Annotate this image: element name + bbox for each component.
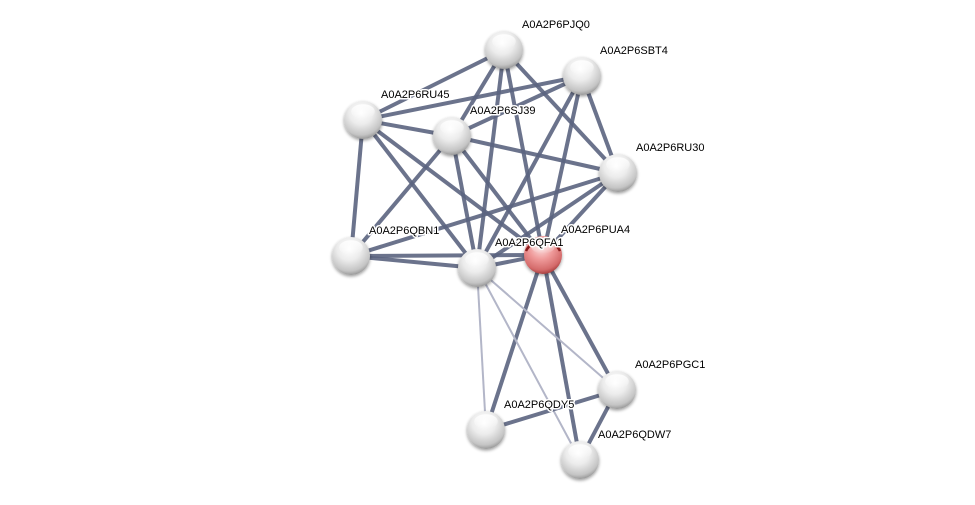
node-highlight — [492, 34, 516, 49]
node-highlight — [531, 239, 555, 254]
node-A0A2P6QDY5[interactable] — [467, 411, 505, 449]
node-label: A0A2P6RU45 — [381, 89, 450, 101]
node-layer — [332, 31, 637, 479]
edge-A0A2P6SBT4-A0A2P6QFA1[interactable] — [475, 75, 584, 269]
node-label: A0A2P6PGC1 — [635, 359, 705, 371]
edge-A0A2P6RU30-A0A2P6QBN1[interactable] — [350, 171, 619, 258]
edge-A0A2P6SBT4-A0A2P6PUA4[interactable] — [541, 75, 584, 256]
node-A0A2P6QFA1[interactable] — [458, 249, 496, 287]
node-label: A0A2P6SBT4 — [600, 45, 668, 57]
node-label: A0A2P6QDW7 — [598, 429, 671, 441]
edge-A0A2P6PUA4-A0A2P6QDY5[interactable] — [484, 254, 545, 431]
node-highlight — [474, 414, 498, 429]
node-highlight — [605, 374, 629, 389]
edge-A0A2P6RU45-A0A2P6QFA1[interactable] — [361, 118, 479, 270]
edge-A0A2P6QDY5-A0A2P6PGC1[interactable] — [485, 388, 618, 432]
edge-A0A2P6SJ39-A0A2P6QBN1[interactable] — [349, 134, 454, 258]
edge-A0A2P6PUA4-A0A2P6PGC1[interactable] — [541, 254, 619, 391]
node-highlight — [568, 444, 592, 459]
node-A0A2P6SJ39[interactable] — [433, 117, 471, 155]
node-A0A2P6PUA4[interactable] — [524, 236, 562, 274]
node-highlight — [351, 104, 375, 119]
edge-A0A2P6QBN1-A0A2P6QFA1[interactable] — [350, 254, 478, 270]
node-A0A2P6PJQ0[interactable] — [485, 31, 523, 69]
node-label: A0A2P6SJ39 — [470, 105, 535, 117]
edge-A0A2P6PJQ0-A0A2P6RU45[interactable] — [362, 48, 505, 122]
node-label: A0A2P6QFA1 — [495, 237, 564, 249]
node-label: A0A2P6PJQ0 — [522, 19, 590, 31]
edge-A0A2P6QFA1-A0A2P6QDW7[interactable] — [476, 267, 581, 461]
node-A0A2P6QDW7[interactable] — [561, 441, 599, 479]
node-label: A0A2P6QDY5 — [504, 399, 574, 411]
edge-A0A2P6PJQ0-A0A2P6QFA1[interactable] — [475, 49, 506, 269]
label-layer: A0A2P6PJQ0A0A2P6SBT4A0A2P6RU45A0A2P6SJ39… — [368, 18, 707, 443]
edge-A0A2P6QFA1-A0A2P6PGC1[interactable] — [476, 267, 618, 391]
node-label: A0A2P6RU30 — [636, 142, 705, 154]
node-A0A2P6RU45[interactable] — [344, 101, 382, 139]
node-highlight — [465, 252, 489, 267]
node-label: A0A2P6QBN1 — [369, 225, 439, 237]
edge-A0A2P6PUA4-A0A2P6QDW7[interactable] — [541, 254, 582, 461]
node-label: A0A2P6PUA4 — [561, 224, 630, 236]
node-highlight — [440, 120, 464, 135]
node-A0A2P6QBN1[interactable] — [332, 237, 370, 275]
edge-A0A2P6SJ39-A0A2P6QFA1[interactable] — [450, 135, 479, 269]
node-A0A2P6PGC1[interactable] — [598, 371, 636, 409]
edge-A0A2P6RU30-A0A2P6QFA1[interactable] — [475, 171, 620, 270]
node-A0A2P6SBT4[interactable] — [563, 57, 601, 95]
node-highlight — [339, 240, 363, 255]
edge-A0A2P6QFA1-A0A2P6QDY5[interactable] — [476, 267, 487, 431]
edge-layer — [349, 48, 620, 461]
edge-A0A2P6RU45-A0A2P6QBN1[interactable] — [349, 119, 365, 257]
edge-A0A2P6QBN1-A0A2P6PUA4[interactable] — [350, 253, 544, 258]
node-highlight — [606, 157, 630, 172]
edge-A0A2P6RU45-A0A2P6PUA4[interactable] — [361, 118, 545, 257]
node-A0A2P6RU30[interactable] — [599, 154, 637, 192]
edge-A0A2P6SBT4-A0A2P6SJ39[interactable] — [451, 74, 583, 138]
node-highlight — [570, 60, 594, 75]
edge-A0A2P6SJ39-A0A2P6RU30[interactable] — [451, 134, 619, 175]
edge-A0A2P6SBT4-A0A2P6RU45[interactable] — [362, 74, 583, 122]
